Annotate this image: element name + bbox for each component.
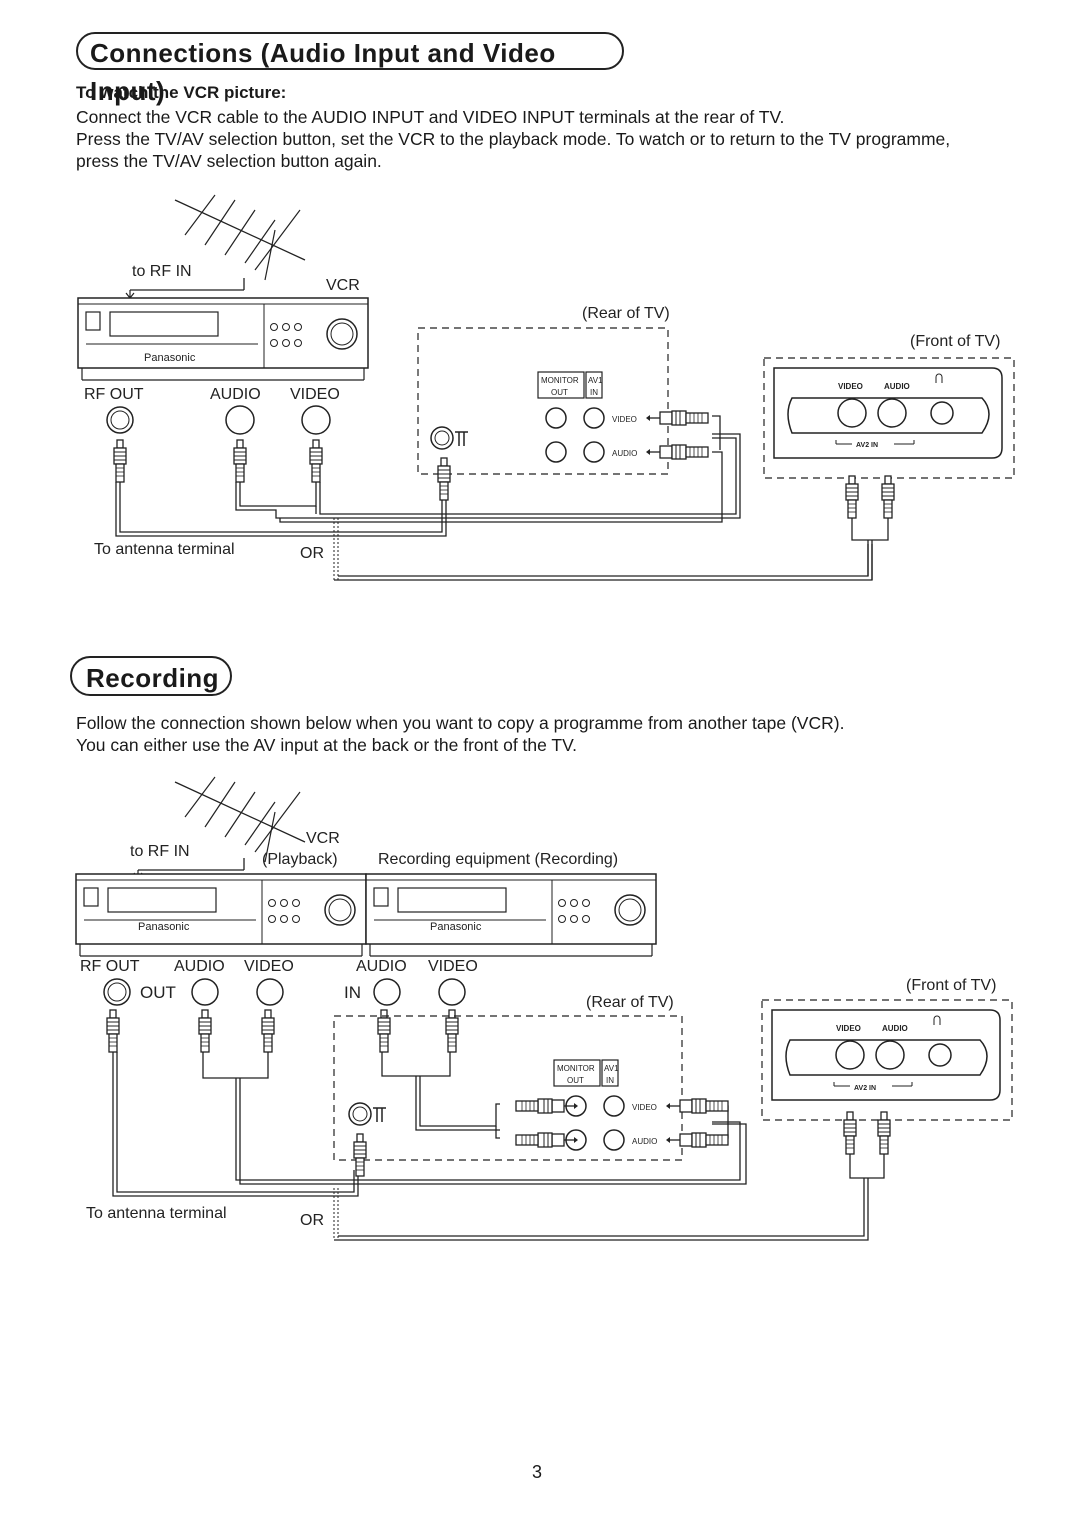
svg-text:VIDEO: VIDEO	[428, 958, 478, 975]
label-to-antenna: To antenna terminal	[94, 541, 235, 558]
rf-out-jack-icon	[106, 406, 134, 434]
svg-text:AV1: AV1	[588, 376, 603, 385]
instruction-line: press the TV/AV selection button again.	[76, 151, 382, 171]
page-number: 3	[532, 1462, 543, 1482]
svg-text:AUDIO: AUDIO	[882, 1024, 908, 1033]
svg-text:IN: IN	[590, 388, 598, 397]
recording-vcr-icon	[365, 873, 657, 957]
svg-text:AUDIO: AUDIO	[356, 958, 407, 975]
svg-text:AV2 IN: AV2 IN	[856, 442, 878, 449]
svg-text:VIDEO: VIDEO	[836, 1024, 861, 1033]
subheading-watch-vcr: To watch the VCR picture:	[76, 83, 287, 102]
front-of-tv-panel	[761, 999, 1013, 1121]
label-vcr: VCR	[306, 830, 340, 847]
svg-text:(Rear of TV): (Rear of TV)	[586, 994, 674, 1011]
svg-text:VIDEO: VIDEO	[632, 1103, 657, 1112]
svg-text:OUT: OUT	[567, 1076, 584, 1085]
front-of-tv-panel	[763, 357, 1015, 479]
label-recording-equipment: Recording equipment (Recording)	[378, 851, 618, 868]
antenna-icon	[174, 194, 306, 281]
svg-text:RF OUT: RF OUT	[80, 958, 140, 975]
rear-of-tv-panel	[333, 1015, 683, 1161]
recording-line: Follow the connection shown below when y…	[76, 713, 845, 733]
svg-text:IN: IN	[344, 983, 361, 1002]
label-front-of-tv: (Front of TV)	[910, 333, 1000, 350]
video-out-jack-icon	[301, 405, 331, 435]
recording-line: You can either use the AV input at the b…	[76, 735, 578, 755]
instruction-line: Connect the VCR cable to the AUDIO INPUT…	[76, 107, 785, 127]
svg-text:OUT: OUT	[140, 983, 176, 1002]
antenna-icon	[174, 776, 306, 863]
label-or: OR	[300, 545, 324, 562]
label-to-rf-in: to RF IN	[132, 263, 192, 280]
diagram-recording: to RF IN VCR (Playback) Recording equipm…	[75, 776, 1013, 1241]
svg-text:IN: IN	[606, 1076, 614, 1085]
antenna-jack-icon	[430, 426, 454, 450]
label-video: VIDEO	[290, 386, 340, 403]
label-rf-out: RF OUT	[84, 386, 144, 403]
svg-text:Panasonic: Panasonic	[138, 921, 190, 933]
recording-paragraph: Follow the connection shown below when y…	[76, 712, 1036, 756]
label-to-rf-in: to RF IN	[130, 843, 190, 860]
brand-label: Panasonic	[144, 352, 196, 364]
audio-out-jack-icon	[225, 405, 255, 435]
label-audio: AUDIO	[210, 386, 261, 403]
label-playback: (Playback)	[262, 851, 338, 868]
svg-text:OR: OR	[300, 1212, 324, 1229]
svg-text:AUDIO: AUDIO	[632, 1137, 657, 1146]
diagram-watch-vcr: to RF IN VCR Panasonic RF OUT AUDIO VIDE…	[77, 194, 1015, 581]
vcr-device-icon	[77, 297, 369, 381]
svg-text:MONITOR: MONITOR	[541, 376, 579, 385]
svg-text:AUDIO: AUDIO	[612, 449, 637, 458]
svg-text:AUDIO: AUDIO	[174, 958, 225, 975]
svg-text:(Front of TV): (Front of TV)	[906, 977, 996, 994]
label-vcr: VCR	[326, 277, 360, 294]
svg-text:OUT: OUT	[551, 388, 568, 397]
svg-text:AUDIO: AUDIO	[884, 382, 910, 391]
section-title-connections: Connections (Audio Input and Video Input…	[76, 32, 624, 106]
rear-of-tv-panel	[417, 327, 669, 475]
svg-text:AV2 IN: AV2 IN	[854, 1085, 876, 1092]
svg-text:VIDEO: VIDEO	[612, 415, 637, 424]
playback-vcr-icon	[75, 873, 367, 957]
svg-text:MONITOR: MONITOR	[557, 1064, 595, 1073]
svg-text:To antenna terminal: To antenna terminal	[86, 1205, 227, 1222]
svg-text:VIDEO: VIDEO	[838, 382, 863, 391]
section-title-recording: Recording	[70, 656, 232, 696]
svg-text:VIDEO: VIDEO	[244, 958, 294, 975]
svg-text:Panasonic: Panasonic	[430, 921, 482, 933]
instructions-paragraph: Connect the VCR cable to the AUDIO INPUT…	[76, 106, 1036, 172]
instruction-line: Press the TV/AV selection button, set th…	[76, 129, 951, 149]
svg-text:AV1: AV1	[604, 1064, 619, 1073]
label-rear-of-tv: (Rear of TV)	[582, 305, 670, 322]
